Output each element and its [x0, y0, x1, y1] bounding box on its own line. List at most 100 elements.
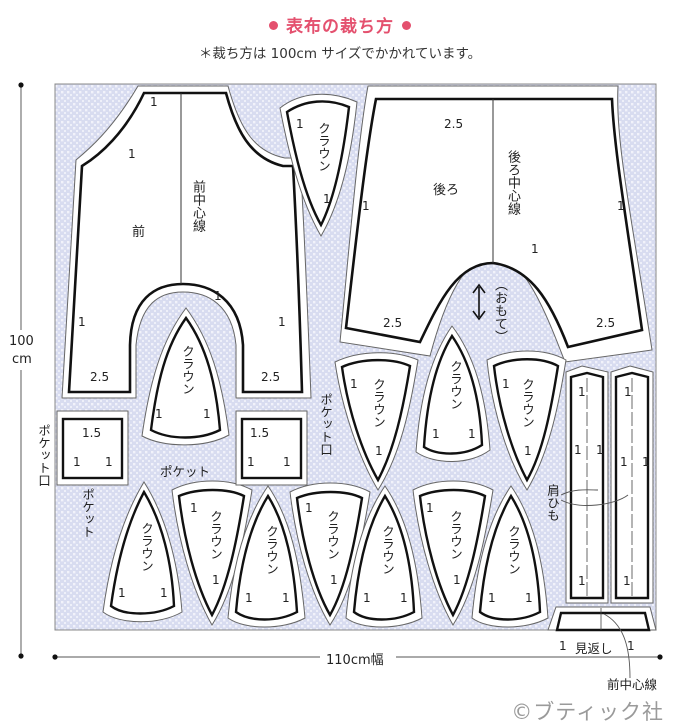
- crown-label: クラウン: [264, 525, 279, 575]
- svg-text:1: 1: [362, 199, 370, 213]
- svg-text:1: 1: [432, 427, 440, 441]
- svg-text:1: 1: [502, 377, 510, 391]
- svg-text:1: 1: [305, 501, 313, 515]
- page-title: 表布の裁ち方: [0, 12, 680, 37]
- svg-text:1: 1: [105, 455, 113, 469]
- grain-direction-label: （おもて）: [492, 278, 507, 343]
- shoulder-strap-piece: [565, 365, 609, 604]
- back-center-line-label: 後ろ中心線: [505, 150, 520, 215]
- crown-piece: [471, 485, 549, 628]
- svg-text:1: 1: [623, 574, 631, 588]
- svg-text:1: 1: [596, 443, 604, 457]
- crown-label: クラウン: [180, 345, 195, 395]
- svg-text:1.5: 1.5: [250, 426, 269, 440]
- svg-text:1: 1: [214, 289, 222, 303]
- svg-text:2.5: 2.5: [90, 370, 109, 384]
- svg-text:1: 1: [531, 242, 539, 256]
- svg-text:1: 1: [296, 117, 304, 131]
- height-dimension: [6, 82, 36, 659]
- svg-text:1: 1: [190, 501, 198, 515]
- svg-text:2.5: 2.5: [444, 117, 463, 131]
- crown-piece: [227, 485, 306, 628]
- back-piece: [339, 85, 653, 363]
- svg-text:1.5: 1.5: [82, 426, 101, 440]
- svg-text:1: 1: [203, 407, 211, 421]
- svg-text:1: 1: [627, 639, 635, 653]
- svg-text:1: 1: [524, 444, 532, 458]
- pocket-opening-label: ポケット口: [36, 424, 51, 487]
- crown-piece: [141, 307, 230, 446]
- svg-text:1: 1: [212, 573, 220, 587]
- svg-text:1: 1: [73, 455, 81, 469]
- svg-text:1: 1: [160, 586, 168, 600]
- width-dimension: [52, 647, 663, 667]
- svg-text:1: 1: [118, 586, 126, 600]
- svg-text:1: 1: [642, 455, 650, 469]
- svg-text:1: 1: [375, 444, 383, 458]
- svg-text:1: 1: [155, 407, 163, 421]
- crown-label: クラウン: [520, 378, 535, 428]
- crown-label: クラウン: [506, 525, 521, 575]
- svg-text:1: 1: [574, 443, 582, 457]
- svg-text:1: 1: [426, 501, 434, 515]
- shoulder-strap-piece: [610, 365, 654, 604]
- svg-text:1: 1: [624, 385, 632, 399]
- seam-allowance-labels: 1 1 1 1 1 2.5 2.5 2.5 1 1 1 2.5 2.5 1.5 …: [73, 95, 650, 653]
- svg-text:2.5: 2.5: [383, 316, 402, 330]
- front-center-line-label: 前中心線: [190, 180, 205, 232]
- svg-text:1: 1: [468, 427, 476, 441]
- pocket-piece: [235, 410, 308, 486]
- svg-text:1: 1: [488, 591, 496, 605]
- pocket-piece: [56, 410, 129, 486]
- svg-text:1: 1: [400, 591, 408, 605]
- svg-text:2.5: 2.5: [596, 316, 615, 330]
- svg-text:1: 1: [350, 377, 358, 391]
- facing-center-line-label: 前中心線: [607, 677, 658, 692]
- front-piece: [61, 85, 312, 399]
- crown-piece: [289, 482, 371, 626]
- svg-text:1: 1: [559, 639, 567, 653]
- svg-text:1: 1: [128, 147, 136, 161]
- crown-label: クラウン: [139, 522, 154, 572]
- crown-piece: [102, 481, 183, 623]
- svg-text:1: 1: [617, 199, 625, 213]
- svg-text:2.5: 2.5: [261, 370, 280, 384]
- crown-label: クラウン: [325, 510, 340, 560]
- copyright: ©ブティック社: [511, 700, 664, 724]
- crown-piece: [345, 485, 423, 628]
- title-dot-left-icon: [269, 20, 278, 30]
- height-value: 100: [9, 334, 34, 349]
- svg-text:1: 1: [245, 591, 253, 605]
- svg-text:1: 1: [453, 573, 461, 587]
- title-text: 表布の裁ち方: [286, 17, 394, 37]
- svg-text:1: 1: [278, 315, 286, 329]
- svg-text:1: 1: [620, 455, 628, 469]
- front-label: 前: [132, 225, 146, 240]
- pocket-opening-label: ポケット口: [318, 393, 333, 456]
- crown-label: クラウン: [448, 360, 463, 410]
- svg-text:1: 1: [150, 95, 158, 109]
- svg-text:1: 1: [525, 591, 533, 605]
- crown-piece: [486, 350, 567, 491]
- facing-piece: [547, 606, 657, 679]
- svg-text:1: 1: [247, 455, 255, 469]
- svg-text:1: 1: [363, 591, 371, 605]
- svg-text:1: 1: [78, 315, 86, 329]
- width-label: 110cm幅: [326, 653, 384, 668]
- facing-label: 見返し: [575, 641, 613, 656]
- title-dot-right-icon: [402, 20, 411, 30]
- crown-label: クラウン: [448, 510, 463, 560]
- crown-label: クラウン: [380, 525, 395, 575]
- crown-label: クラウン: [316, 122, 331, 172]
- crown-piece: [415, 325, 491, 462]
- pocket-label: ポケット: [160, 464, 211, 479]
- subtitle-note: ＊裁ち方は 100cm サイズでかかれています。: [198, 46, 482, 62]
- crown-piece: [334, 352, 419, 491]
- crown-piece: [279, 93, 358, 237]
- svg-text:1: 1: [282, 591, 290, 605]
- crown-label: クラウン: [208, 510, 223, 560]
- crown-label: クラウン: [371, 378, 386, 428]
- svg-text:1: 1: [330, 573, 338, 587]
- crown-piece: [412, 480, 494, 626]
